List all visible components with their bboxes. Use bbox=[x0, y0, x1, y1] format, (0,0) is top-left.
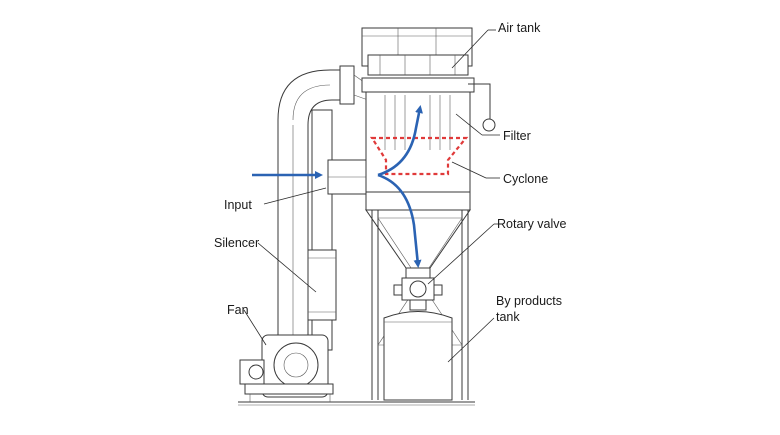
label-input: Input bbox=[224, 198, 252, 212]
duct-system bbox=[277, 65, 369, 351]
label-cyclone: Cyclone bbox=[503, 172, 548, 186]
flow-arrows bbox=[252, 105, 423, 268]
by-products-tank bbox=[383, 311, 453, 401]
label-silencer: Silencer bbox=[214, 236, 259, 250]
label-rotary-valve: Rotary valve bbox=[497, 217, 567, 231]
up-flow-arrow bbox=[377, 105, 423, 177]
cyclone-outline bbox=[369, 136, 469, 176]
fan-assembly bbox=[239, 334, 334, 402]
filter-bags bbox=[384, 95, 451, 150]
labels: Air tank Filter Cyclone Rotary valve By … bbox=[214, 21, 567, 324]
label-filter: Filter bbox=[503, 129, 531, 143]
label-fan: Fan bbox=[227, 303, 249, 317]
rotary-valve bbox=[393, 267, 443, 311]
label-by-products-tank: tank bbox=[496, 310, 520, 324]
label-by-products: By products bbox=[496, 294, 562, 308]
ground-base bbox=[238, 401, 475, 406]
label-air-tank: Air tank bbox=[498, 21, 541, 35]
leader-lines bbox=[243, 29, 500, 363]
down-flow-arrow bbox=[377, 173, 422, 268]
silencer-body bbox=[307, 249, 337, 321]
